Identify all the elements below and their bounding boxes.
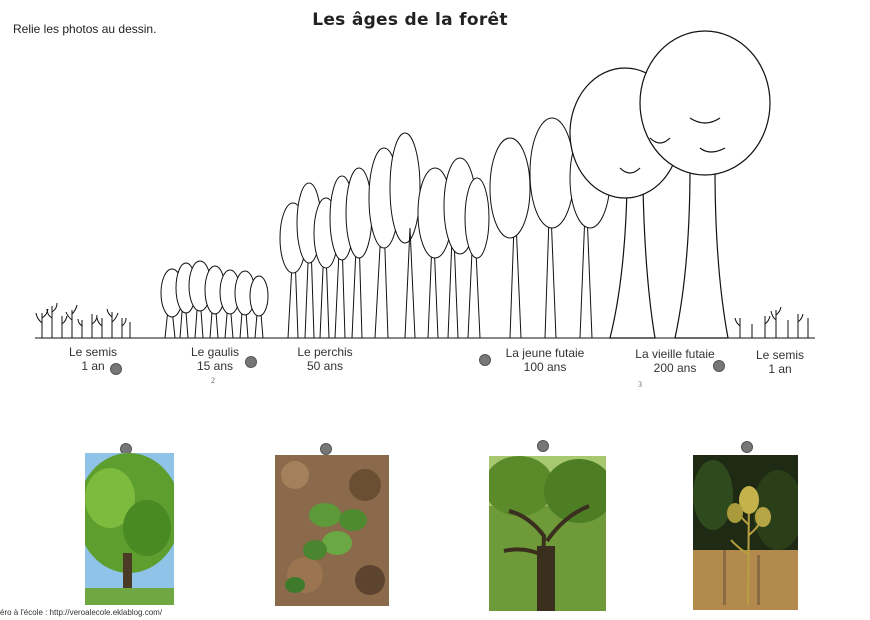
pole-stage-drawing bbox=[279, 132, 421, 339]
stage-label-old-forest: La vieille futaie 200 ans bbox=[625, 347, 725, 375]
figure-number: 2 bbox=[211, 376, 215, 385]
instruction-text: Relie les photos au dessin. bbox=[13, 22, 157, 36]
sapling-photo[interactable] bbox=[693, 455, 798, 610]
figure-number: 3 bbox=[638, 380, 642, 389]
connection-dot-young-forest[interactable] bbox=[479, 354, 491, 366]
stage-name: Le gaulis bbox=[190, 345, 240, 359]
connection-dot-old-forest[interactable] bbox=[713, 360, 725, 372]
forest-growth-illustration bbox=[35, 30, 815, 339]
connection-dot-seedling[interactable] bbox=[110, 363, 122, 375]
oak-tree-photo[interactable] bbox=[85, 453, 174, 605]
stage-age: 1 an bbox=[81, 359, 105, 373]
young-high-forest-drawing bbox=[417, 117, 611, 339]
stage-label-seedling: Le semis 1 an bbox=[58, 345, 128, 373]
stage-name: Le perchis bbox=[297, 345, 353, 359]
seedlings-left-drawing bbox=[35, 302, 131, 338]
stage-age: 1 an bbox=[768, 362, 792, 376]
oak-seedling-photo[interactable] bbox=[275, 455, 389, 606]
stage-name: Le semis bbox=[755, 348, 805, 362]
stage-name: La jeune futaie bbox=[505, 346, 585, 360]
footer-credit: éro à l'école : http://veroalecole.eklab… bbox=[0, 608, 163, 617]
stage-label-young-forest: La jeune futaie 100 ans bbox=[495, 346, 595, 374]
old-oak-trunk-photo[interactable] bbox=[489, 456, 606, 611]
stage-age: 15 ans bbox=[196, 359, 234, 373]
stage-label-seedling-2: Le semis 1 an bbox=[745, 348, 815, 376]
old-high-forest-drawing bbox=[569, 30, 771, 339]
stage-age: 200 ans bbox=[653, 361, 697, 375]
stage-name: La vieille futaie bbox=[635, 347, 715, 361]
stage-name: Le semis bbox=[68, 345, 118, 359]
page-title: Les âges de la forêt bbox=[312, 10, 508, 30]
stage-label-pole: Le perchis 50 ans bbox=[290, 345, 360, 373]
seedlings-right-drawing bbox=[734, 306, 809, 338]
stage-label-thicket: Le gaulis 15 ans bbox=[180, 345, 250, 373]
stage-age: 50 ans bbox=[306, 359, 344, 373]
connection-dot-photo-4[interactable] bbox=[741, 441, 753, 453]
connection-dot-thicket[interactable] bbox=[245, 356, 257, 368]
connection-dot-photo-2[interactable] bbox=[320, 443, 332, 455]
thicket-drawing bbox=[160, 260, 269, 339]
stage-age: 100 ans bbox=[523, 360, 567, 374]
connection-dot-photo-3[interactable] bbox=[537, 440, 549, 452]
